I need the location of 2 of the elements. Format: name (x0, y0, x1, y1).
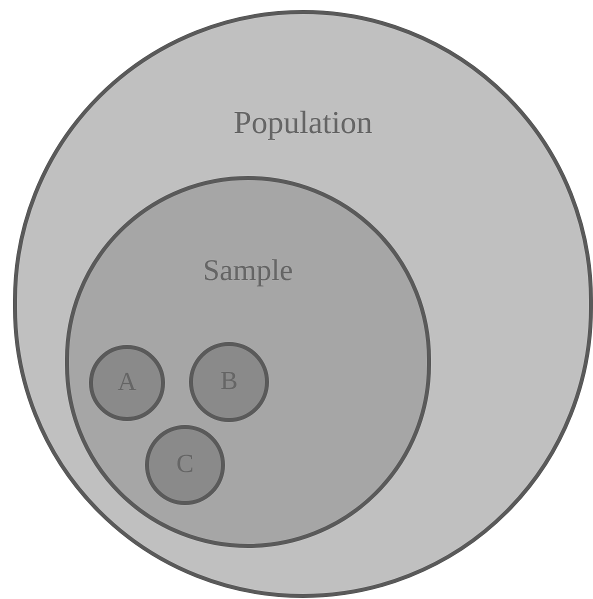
circle-label: Population (234, 104, 372, 140)
circle-label: Sample (203, 254, 293, 287)
